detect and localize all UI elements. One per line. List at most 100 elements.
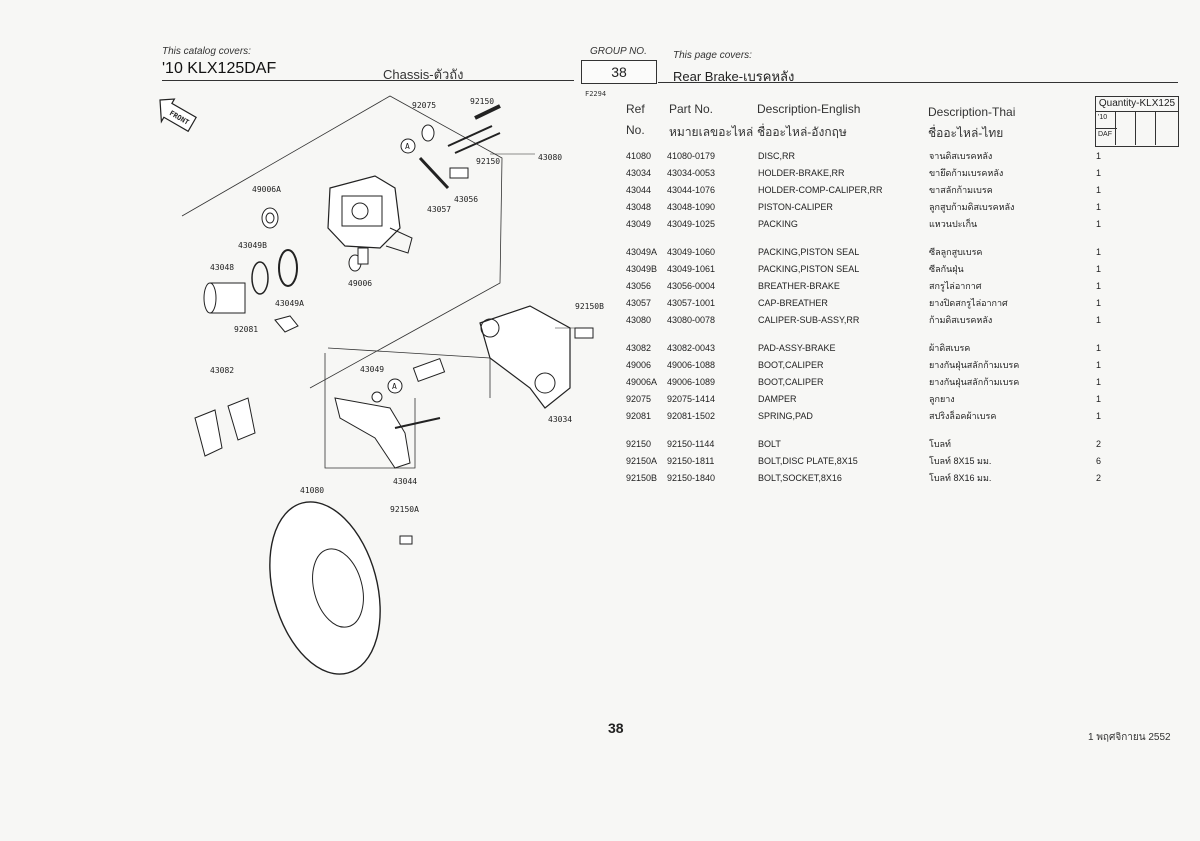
label-41080: 41080 [300,486,324,495]
desc-th-cell: ขายึดก้ามเบรคหลัง [929,168,1004,178]
col-part-thai: หมายเลขอะไหล่ [669,125,754,139]
diagram-svg: FRONT A [159,95,604,675]
qty-cell: 1 [1096,343,1102,353]
socket-bolt-icon [574,327,594,339]
part-no-cell: 92081-1502 [667,411,716,421]
chassis-label: Chassis-ตัวถัง [383,67,464,82]
caliper-body-icon [327,175,413,254]
desc-th-cell: จานดิสเบรคหลัง [929,151,993,161]
desc-en-cell: BOLT [758,439,781,449]
qty-cell: 1 [1096,411,1102,421]
part-no-cell: 43034-0053 [667,168,716,178]
col-ref-no: No. [626,123,645,137]
label-43056: 43056 [454,195,478,204]
quantity-cell-4 [1156,112,1175,145]
piston-icon [203,282,246,314]
catalog-covers-label: This catalog covers: [162,46,251,57]
desc-en-cell: PACKING,PISTON SEAL [758,264,860,274]
part-no-cell: 43049-1025 [667,219,716,229]
col-desc-en: Description-English [757,102,861,116]
circle-a-icon-2 [387,378,403,394]
desc-th-cell: ยางกันฝุ่นสลักก้ามเบรค [929,360,1020,370]
col-desc-en-thai: ชื่ออะไหล่-อังกฤษ [757,125,847,139]
part-no-cell: 43082-0043 [667,343,716,353]
ref-cell: 92150B [626,473,658,483]
qty-cell: 1 [1096,264,1102,274]
desc-th-cell: ลูกยาง [929,394,955,404]
label-43049a: 43049A [275,299,304,308]
label-92075: 92075 [412,101,436,110]
desc-en-cell: CAP-BREATHER [758,298,828,308]
label-43044: 43044 [393,477,417,486]
qty-cell: 1 [1096,219,1102,229]
part-no-cell: 43048-1090 [667,202,716,212]
qty-cell: 2 [1096,473,1102,483]
desc-en-cell: BOOT,CALIPER [758,360,824,370]
qty-cell: 1 [1096,168,1102,178]
quantity-model: DAF [1096,128,1117,138]
qty-cell: 1 [1096,315,1102,325]
part-no-cell: 49006-1089 [667,377,716,387]
label-43048: 43048 [210,263,234,272]
qty-cell: 1 [1096,377,1102,387]
desc-th-cell: แหวนปะเก็น [929,219,978,229]
ref-cell: 43044 [626,185,652,195]
model-name: '10 KLX125DAF [162,60,277,77]
qty-cell: 1 [1096,281,1102,291]
ref-cell: 43049 [626,219,652,229]
desc-en-cell: HOLDER-BRAKE,RR [758,168,845,178]
footer-date: 1 พฤศจิกายน 2552 [1088,732,1171,743]
brake-pad-icon [194,397,256,457]
label-92150-b: 92150 [476,157,500,166]
label-92150a: 92150A [390,505,419,514]
desc-th-cell: สปริงล็อคผ้าเบรค [929,411,997,421]
desc-en-cell: PISTON-CALIPER [758,202,833,212]
ref-cell: 49006 [626,360,652,370]
brake-holder-icon [479,305,571,409]
part-no-cell: 43049-1061 [667,264,716,274]
desc-en-cell: PACKING,PISTON SEAL [758,247,860,257]
front-arrow-icon: FRONT [159,98,197,133]
desc-en-cell: DAMPER [758,394,797,404]
ref-cell: 43056 [626,281,652,291]
bolt-icon [447,104,501,154]
caliper-holder-icon [334,357,446,469]
desc-th-cell: โบลท์ 8X16 มม. [929,473,992,483]
qty-cell: 6 [1096,456,1102,466]
col-desc-th-thai: ชื่ออะไหล่-ไทย [928,126,1004,140]
ref-cell: 92075 [626,394,652,404]
part-no-cell: 43044-1076 [667,185,716,195]
ref-cell: 41080 [626,151,652,161]
desc-th-cell: โบลท์ 8X15 มม. [929,456,992,466]
desc-th-cell: ผ้าดิสเบรค [929,343,971,353]
part-no-cell: 92150-1811 [667,456,715,466]
qty-cell: 1 [1096,394,1102,404]
part-no-cell: 43057-1001 [667,298,716,308]
label-43049: 43049 [360,365,384,374]
seal-icon [251,249,298,295]
holder-frame-2 [324,353,416,469]
desc-th-cell: ยางปิดสกรูไล่อากาศ [929,298,1008,308]
desc-en-cell: CALIPER-SUB-ASSY,RR [758,315,860,325]
qty-cell: 1 [1096,202,1102,212]
spring-pad-icon [274,315,299,333]
qty-cell: 1 [1096,151,1102,161]
disc-bolt-icon [399,535,413,545]
quantity-year: '10 [1098,114,1108,121]
desc-en-cell: BOOT,CALIPER [758,377,824,387]
circle-a-label: A [405,142,410,151]
quantity-box: Quantity-KLX125 '10 DAF [1095,96,1179,147]
